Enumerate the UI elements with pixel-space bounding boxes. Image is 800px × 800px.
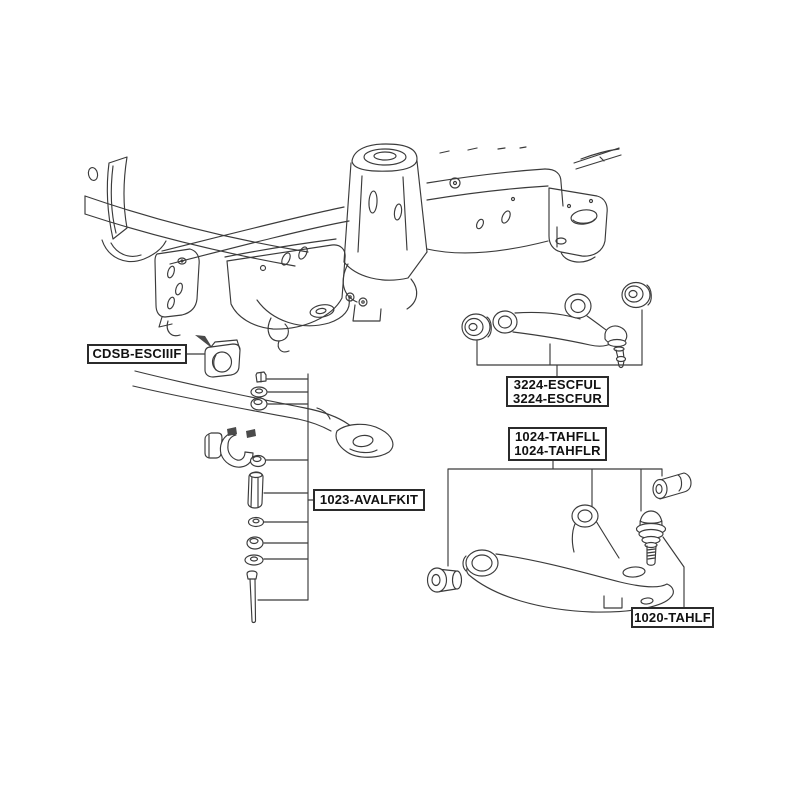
frame-drawing: [84, 143, 622, 353]
stabilizer-bar-drawing: [132, 370, 394, 458]
part-number: 3224-ESCFUL: [513, 376, 602, 392]
lower-control-arm-drawing: [426, 472, 692, 613]
stabilizer-bushing-drawing: [204, 339, 241, 378]
stabilizer-clamp-drawing: [204, 427, 256, 468]
part-number: 3224-ESCFUR: [513, 390, 602, 406]
connector-lines: [186, 309, 685, 608]
part-number: 1024-TAHFLR: [514, 443, 601, 458]
part-label-upper-control-arm[interactable]: 3224-ESCFUL 3224-ESCFUR: [506, 376, 609, 407]
part-label-stabilizer-bushing[interactable]: CDSB-ESCIIIF: [87, 344, 187, 364]
part-label-ball-joint[interactable]: 1020-TAHLF: [631, 607, 714, 628]
part-number: 1023-AVALFKIT: [319, 492, 419, 507]
ball-joint-drawing: [635, 510, 667, 566]
stabilizer-link-kit-drawing: [244, 371, 268, 624]
part-label-stabilizer-link-kit[interactable]: 1023-AVALFKIT: [313, 489, 425, 511]
part-number: 1024-TAHFLL: [514, 429, 601, 444]
part-number: CDSB-ESCIIIF: [92, 346, 182, 361]
upper-control-arm-drawing: [461, 281, 652, 369]
part-number: 1020-TAHLF: [634, 609, 711, 625]
part-label-lower-control-arm[interactable]: 1024-TAHFLL 1024-TAHFLR: [508, 427, 607, 461]
